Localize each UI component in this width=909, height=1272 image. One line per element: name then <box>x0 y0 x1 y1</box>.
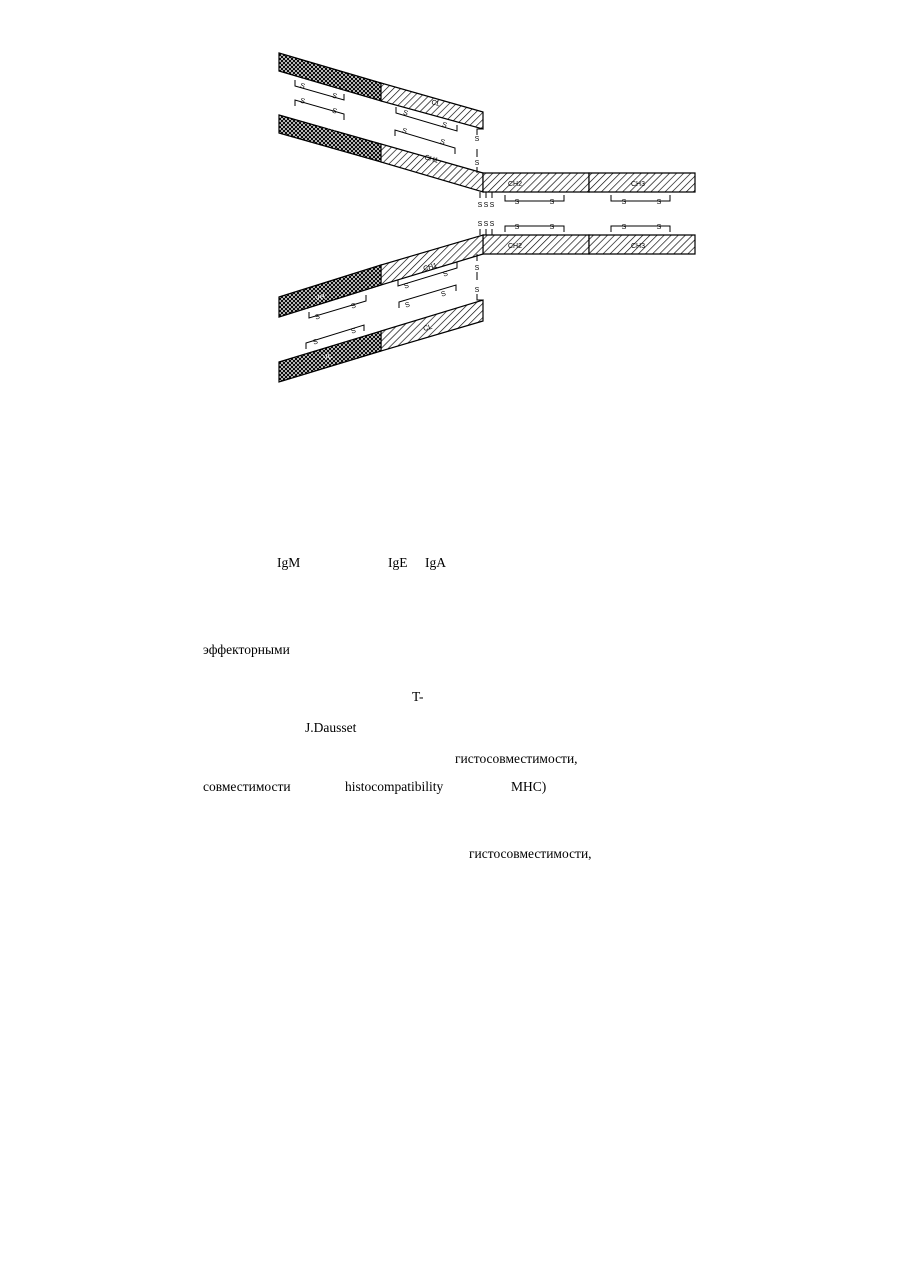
chain-shapes <box>278 52 696 383</box>
bracket-ch3-top <box>610 195 671 202</box>
light-chain-bottom-constant <box>380 299 484 352</box>
sulfur-bridge-top-2: S <box>475 160 480 167</box>
bracket-vl-bottom <box>305 324 365 349</box>
word-effector: эффекторными <box>203 642 290 657</box>
sulfur-ch2-top-2: S <box>550 199 555 206</box>
sulfur-hinge-6: S <box>490 221 495 228</box>
label-ch3-top: CH3 <box>631 181 645 188</box>
sulfur-ch1-bottom-1: S <box>403 282 410 290</box>
sulfur-bridge-bottom-2: S <box>475 287 480 294</box>
label-vh-top: VH <box>325 123 336 132</box>
light-chain-top-variable <box>278 52 382 102</box>
heavy-chain-top-ch1 <box>380 143 484 193</box>
bridge-light-heavy-bottom <box>476 254 483 301</box>
heavy-chain-bottom-ch3 <box>588 234 696 255</box>
word-t-cell: T- <box>412 689 424 704</box>
sulfur-hinge-1: S <box>478 202 483 209</box>
sulfur-ch3-bottom-1: S <box>622 224 627 231</box>
sulfur-ch1-top-1: S <box>401 128 408 136</box>
bracket-vl-top <box>294 80 345 101</box>
sulfur-vl-top-2: S <box>331 93 338 101</box>
bracket-ch2-bottom <box>504 225 565 232</box>
label-cl-bottom: CL <box>423 324 434 333</box>
heavy-chain-bottom-ch1 <box>380 234 484 286</box>
sulfur-hinge-5: S <box>484 221 489 228</box>
bridge-light-heavy-top <box>476 128 483 173</box>
word-histocompatibility-ru-1: гистосовместимости, <box>455 751 578 766</box>
word-histocompatibility-ru-2: гистосовместимости, <box>469 846 592 861</box>
sulfur-cl-top-1: S <box>402 110 409 118</box>
sulfur-vh-top-2: S <box>331 108 338 116</box>
sulfur-vh-top-1: S <box>299 98 306 106</box>
label-vl-top: VL <box>359 66 369 75</box>
word-igm: IgM <box>277 555 301 570</box>
sulfur-cl-bottom-2: S <box>440 290 447 298</box>
sulfur-ch3-top-2: S <box>657 199 662 206</box>
word-dausset: J.Dausset <box>305 720 357 735</box>
sulfur-vl-bottom-1: S <box>312 338 319 346</box>
heavy-chain-top-variable <box>278 114 382 163</box>
label-cl-top: CL <box>430 99 441 108</box>
sulfur-hinge-3: S <box>490 202 495 209</box>
sulfur-vh-bottom-2: S <box>350 302 357 310</box>
label-ch1-top: CH1 <box>423 154 438 165</box>
sulfur-hinge-2: S <box>484 202 489 209</box>
sulfur-ch2-bottom-2: S <box>550 224 555 231</box>
sulfur-vh-bottom-1: S <box>314 313 321 321</box>
bracket-ch2-top <box>504 195 565 202</box>
immunoglobulin-structure-diagram: VL CL VH CH1 CH2 CH3 CH2 CH3 CH1 VH CL V… <box>278 52 696 383</box>
bracket-ch1-bottom <box>397 262 458 287</box>
bracket-vh-bottom <box>308 295 367 319</box>
sulfur-cl-top-2: S <box>441 122 448 130</box>
sulfur-bridge-top-1: S <box>475 136 480 143</box>
word-compatibility-ru: совместимости <box>203 779 291 794</box>
bracket-ch3-bottom <box>610 225 671 232</box>
hinge-bridges <box>479 192 493 235</box>
sulfur-ch1-top-2: S <box>439 139 446 147</box>
bracket-ch1-top <box>394 129 456 154</box>
disulfide-bridges <box>294 80 671 349</box>
sulfur-vl-top-1: S <box>299 83 306 91</box>
word-histocompatibility-en: histocompatibility <box>345 779 444 794</box>
word-mhc: MHC) <box>511 779 547 794</box>
heavy-chain-bottom-variable <box>278 264 382 318</box>
sulfur-bridge-bottom-1: S <box>475 265 480 272</box>
sulfur-hinge-4: S <box>478 221 483 228</box>
sulfur-vl-bottom-2: S <box>350 327 357 335</box>
heavy-chain-bottom-ch2 <box>482 234 590 255</box>
word-iga: IgA <box>425 555 446 570</box>
bracket-cl-bottom <box>398 284 457 308</box>
bracket-vh-top <box>294 99 345 120</box>
label-ch2-top: CH2 <box>508 181 522 188</box>
sulfur-ch2-bottom-1: S <box>515 224 520 231</box>
sulfur-ch3-bottom-2: S <box>657 224 662 231</box>
sulfur-ch3-top-1: S <box>622 199 627 206</box>
bracket-cl-top <box>395 107 458 132</box>
label-ch3-bottom: CH3 <box>631 243 645 250</box>
label-ch1-bottom: CH1 <box>423 262 438 273</box>
light-chain-bottom-variable <box>278 330 382 383</box>
heavy-chain-top-ch3 <box>588 172 696 193</box>
label-vh-bottom: VH <box>315 294 326 303</box>
label-ch2-bottom: CH2 <box>508 243 522 250</box>
label-vl-bottom: VL <box>323 353 333 362</box>
word-ige: IgE <box>388 555 408 570</box>
heavy-chain-top-ch2 <box>482 172 590 193</box>
sulfur-ch2-top-1: S <box>515 199 520 206</box>
sulfur-ch1-bottom-2: S <box>442 270 449 278</box>
domain-labels: VL CL VH CH1 CH2 CH3 CH2 CH3 CH1 VH CL V… <box>315 66 645 362</box>
sulfur-cl-bottom-1: S <box>404 301 411 309</box>
